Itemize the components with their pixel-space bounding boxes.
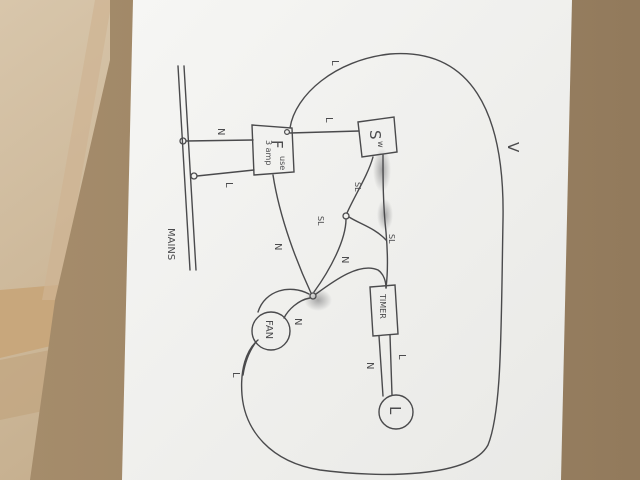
fan-circle [251,311,291,351]
wire-timer-lamp-n [378,335,384,397]
wire-fuse-junction [272,174,312,294]
wire-label-n-top: N [215,128,226,135]
wire-label-n-lamp: N [364,362,375,369]
wire-label-sl-upper: SL [353,182,362,192]
mains-line-1 [177,65,191,271]
wire-label-sl-right: SL [387,234,396,244]
wire-label-l-top: L [323,117,334,123]
wire-label-n-fan: N [292,318,303,325]
lamp-circle [378,394,414,430]
switch-letter: S [366,130,384,140]
wire-label-l-left: L [223,182,234,188]
switch-subtext: w [376,141,385,148]
wire-label-l-right: V [504,142,522,153]
mains-label: MAINS [165,228,176,260]
wood-strip-left [0,285,58,358]
wire-fuse-switch [289,130,360,134]
fuse-rating-label: 3 amp [264,140,273,165]
junction-lower [309,292,317,300]
fuse-terminal [284,129,291,136]
lamp-label: L [386,406,404,415]
fuse-box [251,124,295,176]
fuse-letter: F [268,140,286,149]
timer-label: TIMER [378,293,387,319]
wire-mains-l [196,169,255,177]
wire-fan-loop [242,341,257,376]
wire-mains-n [185,139,254,142]
wire-label-l-bottom-left: L [230,372,241,378]
wire-junction-link [313,218,347,293]
wire-junction-fan-top [257,288,310,313]
wire-switch-junction [346,156,374,214]
wire-timer-lamp-l [389,334,393,396]
wire-label-n-timer: N [339,256,350,263]
wire-junction-fan [283,297,311,319]
smudge [373,148,391,192]
wood-strip-lower [0,350,50,420]
timer-box [369,284,399,337]
wire-switch-timer [382,154,389,289]
switch-box [357,116,398,158]
wire-outer-loop [240,52,504,476]
wood-edge [42,0,112,300]
mains-line-2 [183,65,197,271]
wire-junction-right [348,216,387,241]
fan-label: FAN [263,320,274,339]
wire-label-l-topcurve: L [329,60,340,66]
wire-junction-timer [315,267,387,295]
fuse-subtext: use [278,156,287,170]
wire-label-sl-mid: SL [316,216,325,226]
paper-sheet [122,0,572,480]
wire-label-l-lamp: L [396,354,407,360]
wire-label-n-fan-down: N [272,243,283,250]
